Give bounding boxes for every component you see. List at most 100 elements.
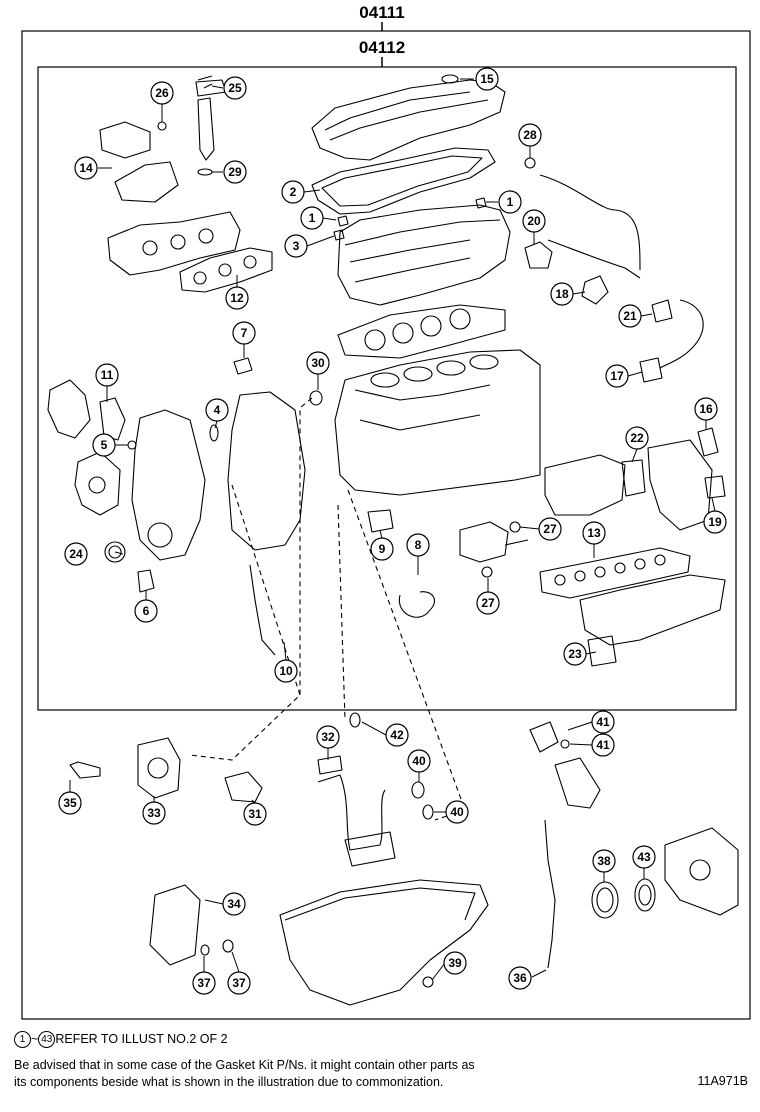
- callout-33: 33: [142, 801, 166, 825]
- callout-3: 3: [284, 234, 308, 258]
- cylinder-head: [337, 204, 511, 306]
- callout-1-right: 1: [498, 190, 522, 214]
- plug-1b: [475, 197, 487, 209]
- callout-7: 7: [232, 321, 256, 345]
- head-cover-gasket: [311, 147, 496, 215]
- callout-31-label: 31: [248, 807, 262, 821]
- o-ring-40b: [422, 804, 434, 820]
- callout-24: 24: [64, 542, 88, 566]
- ref-text: REFER TO ILLUST NO.2 OF 2: [55, 1032, 228, 1046]
- o-ring-37a: [200, 944, 210, 956]
- callout-12: 12: [225, 286, 249, 310]
- water-pump-34: [149, 884, 201, 966]
- egr-pipe: [539, 174, 641, 271]
- o-ring-29: [197, 168, 213, 176]
- drawing-code: 11A971B: [697, 1074, 748, 1088]
- egr-gasket-17: [639, 357, 663, 383]
- plug-1a: [337, 215, 349, 227]
- callout-37-right: 37: [227, 971, 251, 995]
- callout-32-label: 32: [321, 730, 335, 744]
- callout-38: 38: [592, 849, 616, 873]
- callout-27-lower-label: 27: [481, 596, 495, 610]
- callout-1-right-label: 1: [507, 195, 514, 209]
- callout-20: 20: [522, 209, 546, 233]
- part-line-art: [47, 74, 739, 1006]
- egr-pipe-lower: [547, 239, 641, 279]
- ref-from-circle: 1: [14, 1031, 31, 1049]
- callout-12-label: 12: [230, 291, 244, 305]
- callout-39-label: 39: [448, 956, 462, 970]
- o-ring-4: [209, 424, 219, 442]
- callout-23: 23: [563, 642, 587, 666]
- callout-16: 16: [694, 397, 718, 421]
- callout-16-label: 16: [699, 402, 713, 416]
- callout-6-label: 6: [143, 604, 150, 618]
- callout-24-label: 24: [69, 547, 83, 561]
- callout-6: 6: [134, 599, 158, 623]
- callout-5: 5: [92, 433, 116, 457]
- advisory-line-1: Be advised that in some case of the Gask…: [14, 1058, 475, 1072]
- callout-22: 22: [625, 426, 649, 450]
- cylinder-head-details: [344, 219, 501, 283]
- oil-seal-43: [634, 878, 656, 912]
- callout-40-lower-label: 40: [450, 805, 464, 819]
- callout-10-label: 10: [279, 664, 293, 678]
- inner-part-number: 04112: [359, 38, 405, 57]
- ref-to-circle: 43: [38, 1031, 56, 1049]
- callout-8-label: 8: [415, 538, 422, 552]
- callout-34: 34: [222, 892, 246, 916]
- oil-strainer-pipe: [317, 774, 386, 851]
- callout-40-upper: 40: [407, 749, 431, 773]
- callout-4: 4: [205, 398, 229, 422]
- o-ring-40a: [411, 781, 425, 799]
- callout-37-left-label: 37: [197, 976, 211, 990]
- callout-41-upper: 41: [591, 710, 615, 734]
- injector: [197, 97, 215, 161]
- callout-28: 28: [518, 123, 542, 147]
- callout-40-upper-label: 40: [412, 754, 426, 768]
- heat-insulator: [99, 121, 151, 159]
- callout-21-label: 21: [623, 309, 637, 323]
- bracket-16: [697, 427, 719, 457]
- callout-14-label: 14: [79, 161, 93, 175]
- plug-3: [333, 229, 345, 241]
- callout-35-label: 35: [63, 796, 77, 810]
- callout-27-upper-label: 27: [543, 522, 557, 536]
- cylinder-block: [334, 349, 541, 496]
- callout-13: 13: [582, 521, 606, 545]
- callout-7-label: 7: [241, 326, 248, 340]
- gasket-23: [587, 635, 617, 667]
- intake-chamber: [647, 439, 713, 531]
- callout-29-label: 29: [228, 165, 242, 179]
- callout-20-label: 20: [527, 214, 541, 228]
- oil-pump-31: [224, 771, 263, 803]
- gasket-32: [317, 755, 343, 775]
- callout-17: 17: [605, 364, 629, 388]
- callout-4-label: 4: [214, 403, 221, 417]
- callout-40-lower: 40: [445, 800, 469, 824]
- inner-kit-frame: [37, 66, 737, 711]
- callout-11-label: 11: [101, 368, 114, 382]
- oil-strainer: [344, 831, 396, 867]
- callout-32: 32: [316, 725, 340, 749]
- intake-manifold: [579, 574, 726, 646]
- callout-26: 26: [150, 81, 174, 105]
- callout-22-label: 22: [630, 431, 644, 445]
- callout-17-label: 17: [610, 369, 624, 383]
- callout-39: 39: [443, 951, 467, 975]
- oil-pan-flange: [284, 887, 476, 921]
- oil-pipe-8: [398, 591, 435, 618]
- callout-36: 36: [508, 966, 532, 990]
- timing-case: [227, 391, 306, 551]
- callout-37-left: 37: [192, 971, 216, 995]
- callout-26-label: 26: [155, 86, 169, 100]
- oil-seal-24: [104, 541, 126, 563]
- throttle-body: [544, 454, 626, 516]
- seal-28: [524, 157, 536, 169]
- callout-13-label: 13: [587, 526, 601, 540]
- callout-33-label: 33: [147, 806, 161, 820]
- seal-39: [422, 976, 434, 988]
- heat-insulator-lower: [114, 161, 179, 203]
- callout-11: 11: [95, 363, 119, 387]
